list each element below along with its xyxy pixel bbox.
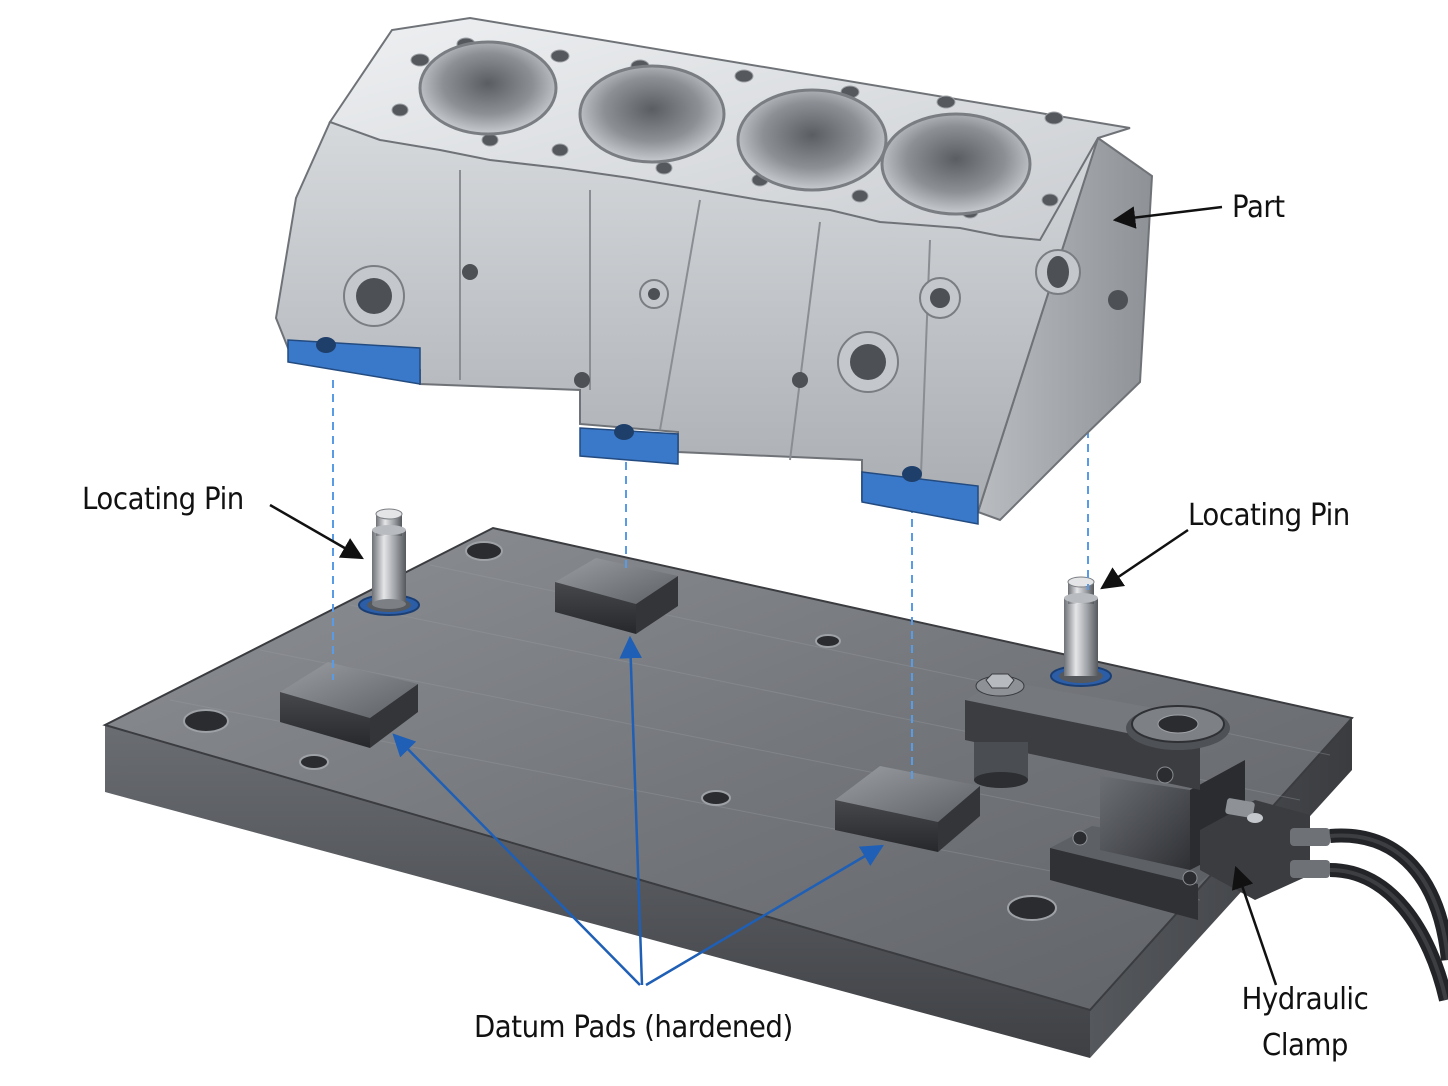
datum-pad-middle: [555, 558, 678, 634]
engine-block-part: [274, 16, 1154, 525]
part-label: Part: [1232, 190, 1285, 225]
datum-pad-right: [835, 766, 980, 852]
hydraulic-clamp-arrow: [1231, 865, 1278, 986]
locating-pin-left-arrow: [269, 503, 364, 560]
alignment-lines: [332, 380, 1089, 780]
locating-pin-right-arrow: [1100, 528, 1189, 590]
plate-holes: [183, 541, 1057, 921]
datum-pad-left: [280, 662, 418, 748]
cylinder-bores: [418, 40, 1032, 216]
locating-pin-right-label: Locating Pin: [1188, 498, 1350, 533]
hydraulic-clamp-label-line2: Clamp: [1262, 1028, 1348, 1063]
locating-pin-right: [1050, 576, 1112, 687]
part-arrow: [1112, 205, 1223, 229]
part-datum-faces: [287, 337, 979, 525]
hydraulic-clamp-label-line1: Hydraulic: [1241, 982, 1369, 1017]
datum-pads-label: Datum Pads (hardened): [474, 1010, 793, 1045]
base-plate: [102, 526, 1354, 1058]
callout-arrows: [269, 205, 1278, 987]
hydraulic-clamp: [965, 673, 1448, 1002]
datum-pad-arrow-left: [392, 733, 641, 986]
datum-pad-arrow-right: [645, 844, 884, 987]
locating-pin-left: [358, 508, 420, 616]
locating-pin-left-label: Locating Pin: [82, 482, 244, 517]
datum-pad-arrow-middle: [619, 635, 644, 986]
